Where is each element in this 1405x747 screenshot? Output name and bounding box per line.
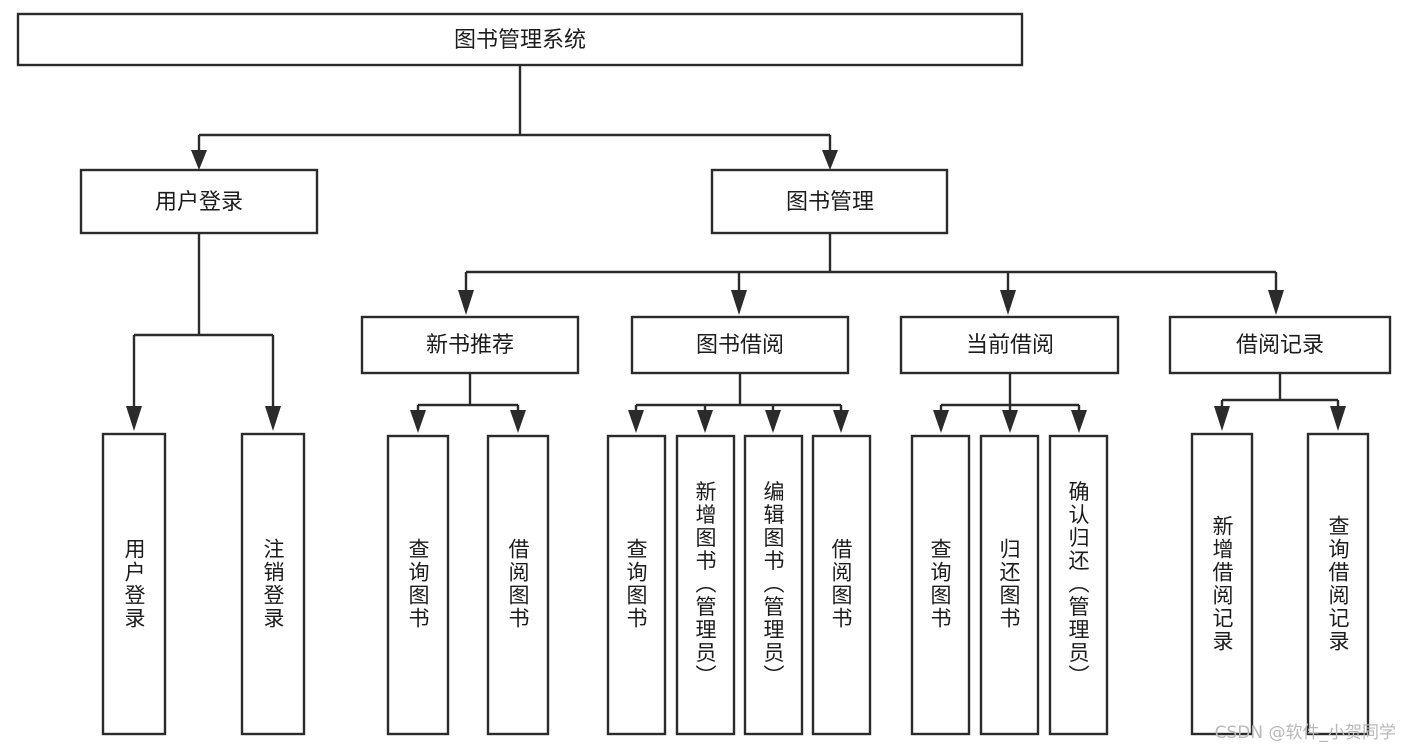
node-leaf-add-book[interactable]: 新增图书（管理员） bbox=[675, 434, 736, 736]
node-book-management-box[interactable] bbox=[710, 168, 949, 235]
node-leaf-query-book-3-box[interactable] bbox=[910, 434, 971, 736]
node-book-management-label: 图书管理 bbox=[786, 190, 874, 215]
node-leaf-edit-book-box[interactable] bbox=[743, 434, 804, 736]
node-leaf-query-book-2-label: 查询图书 bbox=[624, 538, 648, 630]
arrow-head-user-login bbox=[191, 150, 207, 170]
node-leaf-borrow-book-1-box[interactable] bbox=[486, 434, 550, 736]
arrow-head-book-borrow bbox=[731, 290, 747, 315]
node-leaf-user-login-box[interactable] bbox=[101, 432, 167, 736]
arrow-head-leaf-return-book bbox=[1002, 410, 1018, 433]
node-root-label: 图书管理系统 bbox=[454, 28, 586, 53]
node-leaf-query-book-2[interactable]: 查询图书 bbox=[606, 434, 667, 736]
node-leaf-logout-login-label: 注销登录 bbox=[261, 538, 285, 630]
node-user-login-box[interactable] bbox=[79, 168, 319, 235]
arrow-head-leaf-add-record bbox=[1214, 406, 1230, 431]
node-leaf-add-record-label: 新增借阅记录 bbox=[1210, 515, 1234, 653]
node-leaf-return-book-box[interactable] bbox=[979, 434, 1040, 736]
node-new-book-recommend[interactable]: 新书推荐 bbox=[360, 315, 580, 375]
node-current-borrow-box[interactable] bbox=[899, 315, 1120, 375]
node-leaf-return-book[interactable]: 归还图书 bbox=[979, 434, 1040, 736]
node-new-book-recommend-box[interactable] bbox=[360, 315, 580, 375]
node-current-borrow[interactable]: 当前借阅 bbox=[899, 315, 1120, 375]
node-leaf-add-book-label: 新增图书（管理员） bbox=[693, 481, 717, 688]
node-borrow-record[interactable]: 借阅记录 bbox=[1168, 315, 1392, 375]
node-leaf-add-record-box[interactable] bbox=[1190, 432, 1254, 736]
node-leaf-return-book-label: 归还图书 bbox=[997, 538, 1021, 630]
node-leaf-edit-book[interactable]: 编辑图书（管理员） bbox=[743, 434, 804, 736]
node-leaf-user-login-label: 用户登录 bbox=[122, 538, 146, 630]
node-leaf-query-record[interactable]: 查询借阅记录 bbox=[1306, 432, 1370, 736]
node-leaf-logout-login[interactable]: 注销登录 bbox=[240, 432, 306, 736]
node-leaf-query-record-label: 查询借阅记录 bbox=[1326, 515, 1350, 653]
node-leaf-confirm-return-label: 确认归还（管理员） bbox=[1066, 481, 1090, 688]
node-leaf-borrow-book-2[interactable]: 借阅图书 bbox=[811, 434, 872, 736]
node-leaf-edit-book-label: 编辑图书（管理员） bbox=[761, 481, 785, 688]
node-root-box[interactable] bbox=[16, 12, 1024, 67]
arrow-head-leaf-edit-book bbox=[765, 410, 781, 433]
node-leaf-borrow-book-1-label: 借阅图书 bbox=[506, 538, 530, 630]
node-leaf-add-book-box[interactable] bbox=[675, 434, 736, 736]
connector-layer bbox=[126, 65, 1346, 433]
arrow-head-leaf-query-book-2 bbox=[628, 410, 644, 433]
node-leaf-logout-login-box[interactable] bbox=[240, 432, 306, 736]
csdn-watermark: CSDN @软件_小贺同学 bbox=[1214, 723, 1396, 743]
node-leaf-query-book-2-box[interactable] bbox=[606, 434, 667, 736]
node-leaf-query-record-box[interactable] bbox=[1306, 432, 1370, 736]
node-book-borrow-box[interactable] bbox=[630, 315, 850, 375]
node-book-management[interactable]: 图书管理 bbox=[710, 168, 949, 235]
arrow-head-leaf-query-book-1 bbox=[410, 410, 426, 433]
node-borrow-record-label: 借阅记录 bbox=[1236, 333, 1324, 358]
arrow-head-leaf-borrow-book-1 bbox=[510, 410, 526, 433]
arrow-head-leaf-confirm-return bbox=[1071, 410, 1087, 433]
arrow-head-borrow-record bbox=[1268, 290, 1284, 315]
node-leaf-confirm-return[interactable]: 确认归还（管理员） bbox=[1048, 434, 1109, 736]
node-leaf-query-book-1-label: 查询图书 bbox=[406, 538, 430, 630]
node-user-login-label: 用户登录 bbox=[155, 190, 243, 215]
node-leaf-query-book-1-box[interactable] bbox=[386, 434, 450, 736]
node-current-borrow-label: 当前借阅 bbox=[966, 333, 1054, 358]
node-book-borrow-label: 图书借阅 bbox=[696, 333, 784, 358]
node-new-book-recommend-label: 新书推荐 bbox=[426, 333, 514, 358]
node-leaf-add-record[interactable]: 新增借阅记录 bbox=[1190, 432, 1254, 736]
arrow-head-leaf-query-book-3 bbox=[933, 410, 949, 433]
node-leaf-query-book-3-label: 查询图书 bbox=[928, 538, 952, 630]
arrow-head-leaf-add-book bbox=[697, 410, 713, 433]
arrow-head-leaf-user-login bbox=[126, 406, 142, 431]
arrow-head-leaf-logout-login bbox=[265, 406, 281, 431]
node-leaf-query-book-1[interactable]: 查询图书 bbox=[386, 434, 450, 736]
arrow-head-leaf-query-record bbox=[1330, 406, 1346, 431]
node-book-borrow[interactable]: 图书借阅 bbox=[630, 315, 850, 375]
node-root[interactable]: 图书管理系统 bbox=[16, 12, 1024, 67]
arrow-head-current-borrow bbox=[1000, 290, 1016, 315]
node-borrow-record-box[interactable] bbox=[1168, 315, 1392, 375]
node-leaf-borrow-book-1[interactable]: 借阅图书 bbox=[486, 434, 550, 736]
node-user-login[interactable]: 用户登录 bbox=[79, 168, 319, 235]
node-leaf-user-login[interactable]: 用户登录 bbox=[101, 432, 167, 736]
arrow-head-book-management bbox=[822, 150, 838, 170]
node-leaf-borrow-book-2-label: 借阅图书 bbox=[829, 538, 853, 630]
node-leaf-confirm-return-box[interactable] bbox=[1048, 434, 1109, 736]
node-leaf-query-book-3[interactable]: 查询图书 bbox=[910, 434, 971, 736]
arrow-head-leaf-borrow-book-2 bbox=[833, 410, 849, 433]
node-leaf-borrow-book-2-box[interactable] bbox=[811, 434, 872, 736]
arrow-head-new-book-recommend bbox=[458, 290, 474, 315]
